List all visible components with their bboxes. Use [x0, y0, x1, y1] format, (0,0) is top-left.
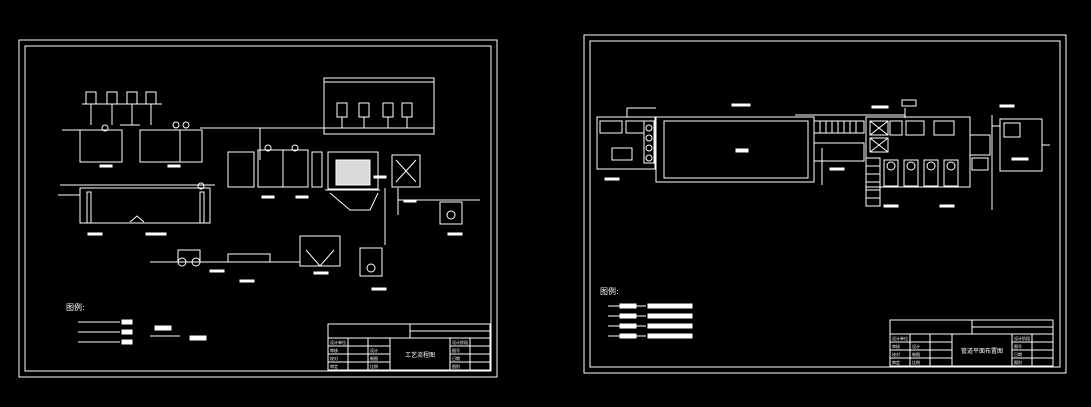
sludge-line — [150, 235, 387, 291]
primary-tanks-row — [62, 121, 260, 168]
plan-title-block-cells: 设计单位 设计阶段 审核 设计 图号 校对 制图 日期 审定 比例 图别 — [892, 335, 1030, 365]
plan-right-building — [999, 118, 1050, 172]
plan-filter-building — [865, 104, 1015, 210]
equalization-tank — [58, 182, 215, 236]
plan-title-block — [889, 319, 1054, 367]
tb-cell: 比例 — [912, 359, 920, 365]
tb-cell: 制图 — [370, 355, 378, 361]
title-block — [327, 323, 491, 371]
title-block-drawing-title: 工艺流程图 — [405, 351, 435, 359]
tb-cell: 审核 — [892, 343, 900, 349]
tb-cell: 比例 — [370, 363, 378, 369]
plan-equipment-row — [795, 99, 917, 185]
sheet-outer-border — [18, 39, 498, 378]
tb-cell: 图号 — [1014, 343, 1022, 349]
tb-cell: 图号 — [452, 347, 460, 353]
tb-cell: 校对 — [892, 351, 900, 357]
tb-cell: 制图 — [912, 351, 920, 357]
tb-cell: 设计阶段 — [1014, 335, 1030, 341]
tb-cell: 日期 — [452, 355, 460, 361]
chemical-house — [259, 77, 435, 160]
plan-legend — [608, 303, 693, 339]
sheet-inner-border — [24, 45, 492, 372]
legend-heading: 图例: — [66, 302, 85, 312]
tb-cell: 审定 — [330, 363, 338, 369]
tb-cell: 图别 — [1014, 359, 1022, 365]
legend — [78, 319, 207, 345]
plan-left-building — [596, 116, 656, 181]
dosing-tanks — [82, 91, 162, 125]
plan-title-block-drawing-title: 管道平面布置图 — [961, 347, 1003, 355]
sheet-process-flow — [18, 39, 498, 378]
tb-cell: 设计 — [912, 343, 920, 349]
tb-cell: 设计单位 — [330, 339, 346, 345]
tb-cell: 图别 — [452, 363, 460, 369]
sheet-plan-layout — [583, 34, 1067, 374]
sedimentation-block — [227, 144, 480, 245]
tb-cell: 设计单位 — [892, 335, 908, 341]
sheet-inner-border — [589, 40, 1061, 368]
tb-cell: 审定 — [892, 359, 900, 365]
tb-cell: 日期 — [1014, 351, 1022, 357]
tb-cell: 校对 — [330, 355, 338, 361]
tb-cell: 审核 — [330, 347, 338, 353]
sheet-outer-border — [583, 34, 1067, 374]
title-block-cells: 设计单位 设计阶段 审核 设计 图号 校对 制图 日期 审定 比例 图别 — [330, 339, 468, 369]
plan-legend-heading: 图例: — [600, 286, 619, 296]
tb-cell: 设计阶段 — [452, 339, 468, 345]
tb-cell: 设计 — [370, 347, 378, 353]
